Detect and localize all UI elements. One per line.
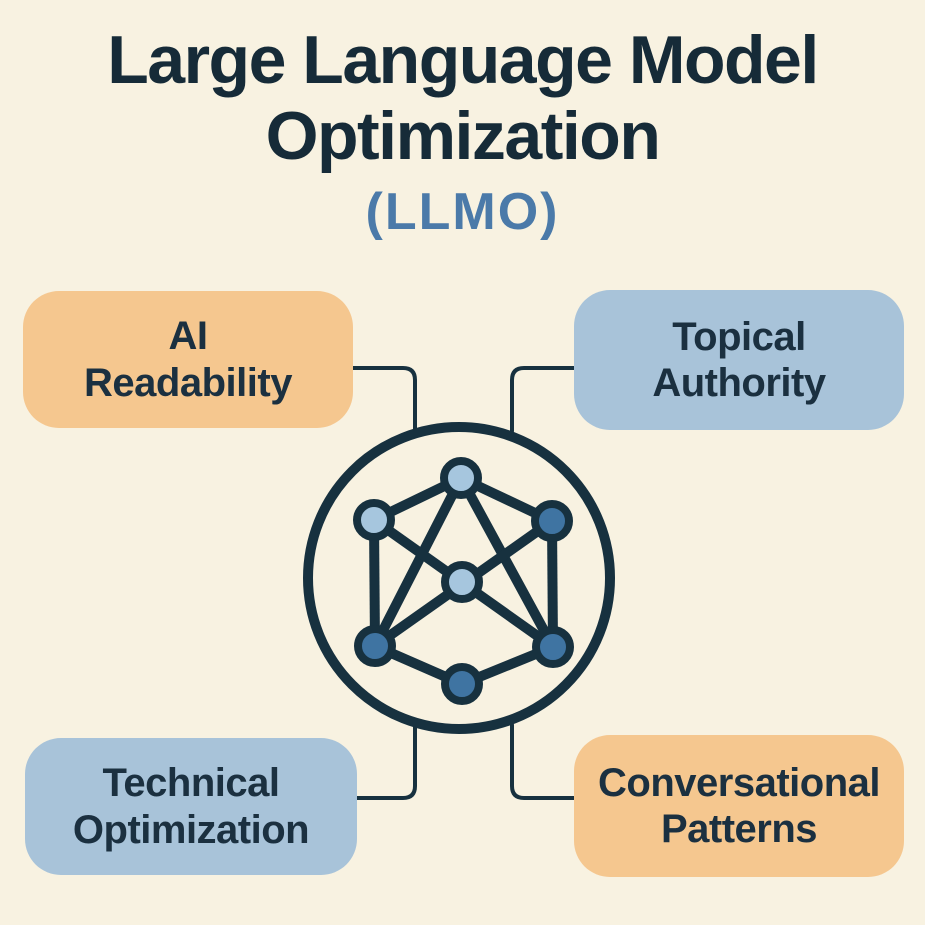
header: Large Language Model Optimization (LLMO)	[0, 22, 925, 242]
card-technical-optimization: Technical Optimization	[25, 738, 357, 875]
node-lower-right	[532, 626, 574, 668]
card-conversational-patterns: Conversational Patterns	[574, 735, 904, 877]
connector-bottom-left	[355, 725, 417, 800]
node-bottom	[441, 663, 483, 705]
card-label-line: Patterns	[660, 807, 818, 851]
node-upper-right	[531, 500, 573, 542]
card-label-line: Conversational	[598, 760, 880, 805]
card-topical-authority: Topical Authority	[574, 290, 904, 430]
node-center	[441, 561, 483, 603]
card-label-line: Technical	[102, 761, 280, 806]
card-label-line: Readability	[84, 360, 292, 405]
page-title: Large Language Model Optimization	[107, 22, 819, 175]
connector-lines	[351, 366, 576, 800]
card-ai-readability: AI Readability	[23, 291, 353, 428]
network-nodes	[353, 457, 574, 705]
icon-outer-circle	[303, 422, 615, 734]
node-top	[440, 457, 482, 499]
connector-top-right	[510, 366, 576, 433]
card-label-line: Topical	[672, 314, 806, 359]
card-label-line: Authority	[652, 361, 826, 405]
card-label-line: Optimization	[72, 807, 310, 852]
node-lower-left	[354, 625, 396, 667]
connector-bottom-right	[510, 723, 576, 800]
connector-top-left	[351, 366, 417, 431]
node-upper-left	[353, 499, 395, 541]
page-subtitle: (LLMO)	[365, 183, 560, 242]
neural-network-icon	[303, 422, 615, 734]
card-label-line: AI	[168, 314, 209, 359]
